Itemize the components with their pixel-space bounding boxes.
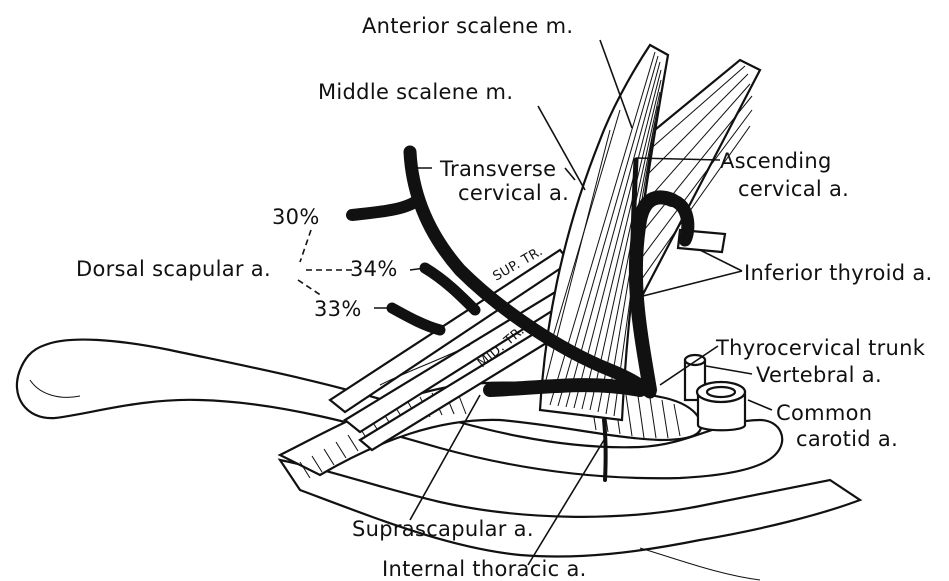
label-vertebral: Vertebral a.	[756, 363, 882, 387]
label-internal-thoracic: Internal thoracic a.	[382, 557, 587, 581]
label-pct-33: 33%	[314, 297, 362, 321]
label-pct-30: 30%	[272, 205, 320, 229]
label-ascending-cervical-line2: cervical a.	[738, 177, 849, 201]
label-transverse-cervical-line1: Transverse	[439, 157, 556, 181]
label-common-carotid-line2: carotid a.	[796, 427, 898, 451]
label-dorsal-scapular: Dorsal scapular a.	[76, 257, 271, 281]
label-inferior-thyroid: Inferior thyroid a.	[744, 261, 933, 285]
common-carotid-artery	[697, 382, 745, 430]
dorsal-scapular-33-vessel	[392, 308, 440, 330]
label-common-carotid-line1: Common	[776, 401, 872, 425]
label-ascending-cervical-line1: Ascending	[720, 149, 832, 173]
label-transverse-cervical-line2: cervical a.	[458, 181, 569, 205]
suprascapular-vessel	[490, 385, 640, 390]
label-thyrocervical-trunk: Thyrocervical trunk	[715, 336, 926, 360]
label-suprascapular: Suprascapular a.	[352, 517, 534, 541]
internal-thoracic-vessel	[604, 420, 606, 480]
label-anterior-scalene: Anterior scalene m.	[362, 14, 573, 38]
label-middle-scalene: Middle scalene m.	[318, 80, 513, 104]
label-pct-34: 34%	[350, 257, 398, 281]
dorsal-scapular-30-vessel	[352, 200, 418, 215]
